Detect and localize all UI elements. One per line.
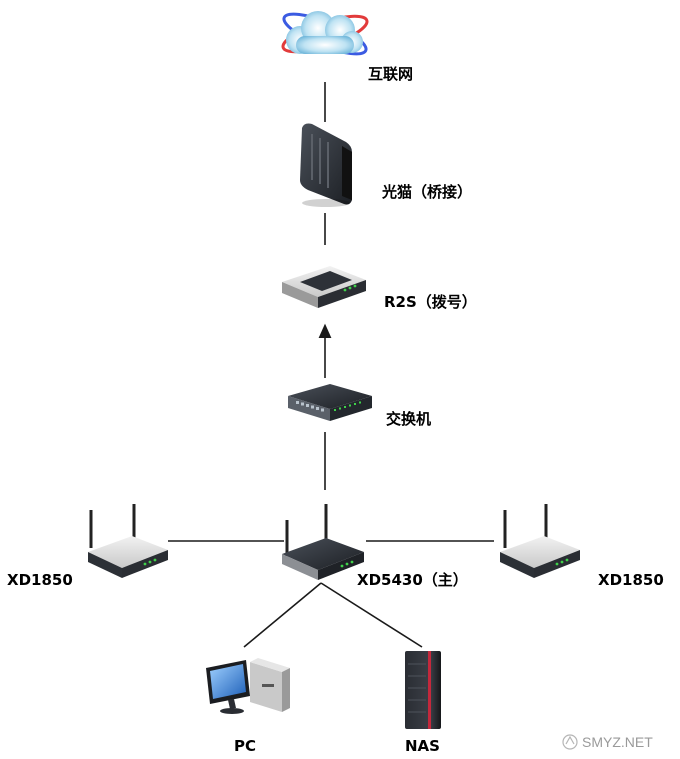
watermark: SMYZ.NET — [562, 734, 653, 750]
xd1850-left-label: XD1850 — [7, 571, 73, 589]
modem-label: 光猫（桥接） — [381, 183, 472, 201]
xd5430-label: XD5430（主） — [357, 571, 468, 589]
modem-icon — [300, 123, 352, 207]
xd1850-right-router-icon — [500, 504, 580, 578]
watermark-text: SMYZ.NET — [582, 734, 653, 750]
pc-label: PC — [234, 737, 256, 755]
link-main-pc — [243, 582, 322, 648]
nas-icon — [405, 651, 441, 729]
connections — [168, 82, 494, 648]
pc-icon — [206, 658, 290, 714]
link-main-nas — [320, 582, 423, 648]
internet-label: 互联网 — [368, 65, 413, 83]
nas-label: NAS — [405, 737, 440, 755]
cloud-icon — [281, 11, 369, 56]
r2s-label: R2S（拨号） — [384, 293, 477, 311]
xd1850-left-router-icon — [88, 504, 168, 578]
r2s-router-icon — [282, 266, 366, 308]
xd1850-right-label: XD1850 — [598, 571, 664, 589]
xd5430-router-icon — [282, 504, 364, 580]
switch-icon — [288, 384, 372, 421]
switch-label: 交换机 — [386, 410, 431, 428]
